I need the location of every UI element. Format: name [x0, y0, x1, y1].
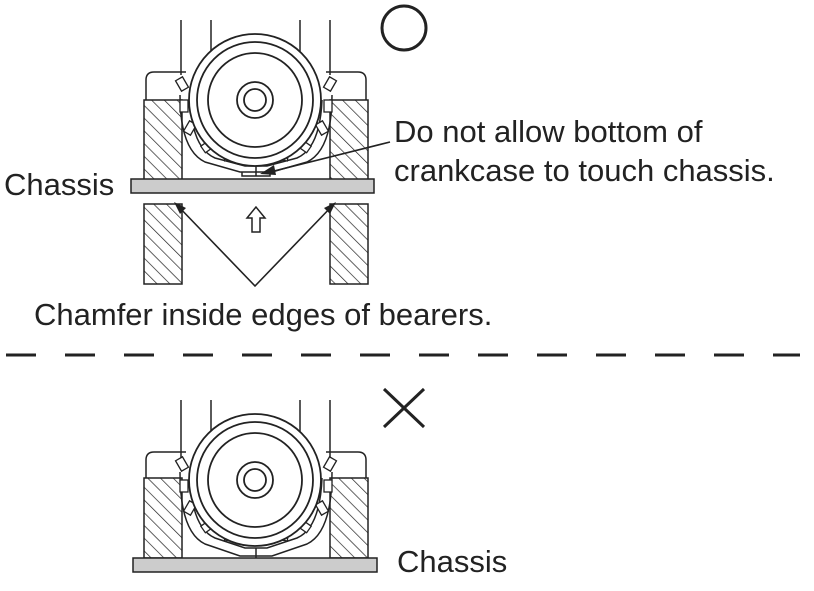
left-bearer-bottom — [143, 477, 183, 559]
chassis-label-bottom: Chassis — [397, 544, 508, 579]
crankshaft-hub-bottom — [188, 413, 322, 547]
chassis-bar-top — [130, 178, 375, 194]
left-bearer-lower — [143, 203, 183, 285]
crankcase-note-line-1: Do not allow bottom of — [394, 114, 703, 149]
right-bearer-lower — [329, 203, 369, 285]
up-arrow-icon — [245, 205, 267, 233]
cross-mark-icon — [382, 387, 426, 429]
chassis-label-top: Chassis — [4, 167, 115, 202]
crankcase-note-line-2: crankcase to touch chassis. — [394, 153, 775, 188]
chassis-bar-bottom — [132, 557, 378, 573]
correct-example — [130, 4, 428, 288]
chamfer-note: Chamfer inside edges of bearers. — [34, 297, 493, 332]
right-bearer-bottom — [329, 477, 369, 559]
incorrect-example — [132, 387, 426, 573]
right-bearer-upper — [329, 99, 369, 181]
left-bearer-upper — [143, 99, 183, 181]
chamfer-leaders — [174, 202, 336, 288]
circle-mark-icon — [380, 4, 428, 52]
crankcase-leader — [260, 141, 391, 175]
crankshaft-hub — [188, 33, 322, 167]
